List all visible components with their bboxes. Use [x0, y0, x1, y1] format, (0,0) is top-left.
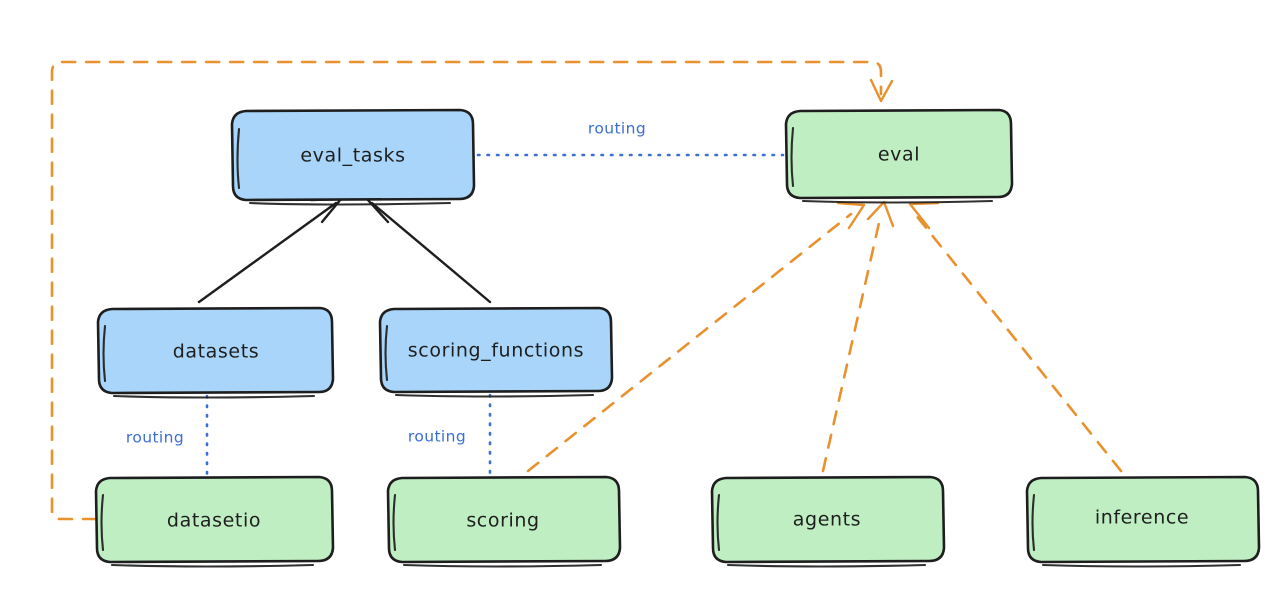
edge-path [50, 60, 883, 521]
node-label: scoring [466, 510, 539, 532]
node-box [710, 475, 946, 564]
edge-path [913, 212, 1123, 473]
node-box [1025, 475, 1261, 564]
edge-label-routing-eval: routing [588, 120, 646, 138]
node-box [378, 306, 614, 394]
node-label: agents [793, 509, 861, 531]
edge-path [197, 201, 338, 304]
node-label: datasets [173, 341, 260, 363]
edge-scoring-to-eval[interactable] [526, 201, 866, 473]
node-sketch-stroke [236, 127, 452, 206]
node-eval_tasks[interactable]: eval_tasks [230, 108, 476, 206]
node-sketch-stroke [100, 493, 315, 568]
node-box [784, 108, 1014, 200]
node-datasets[interactable]: datasets [96, 306, 335, 399]
node-agents[interactable]: agents [710, 475, 946, 568]
arrowhead-icon [869, 78, 894, 103]
edge-datasetio-to-eval[interactable] [50, 60, 894, 521]
node-sketch-stroke [102, 324, 316, 399]
edge-inference-to-eval[interactable] [908, 201, 1123, 473]
node-eval[interactable]: eval [784, 108, 1014, 204]
edge-agents-to-eval[interactable] [821, 200, 895, 473]
arrowhead-icon [836, 201, 866, 230]
node-sketch-stroke [392, 493, 603, 568]
node-label: datasetio [167, 510, 261, 532]
edge-label-layer: routing routing routing [126, 120, 646, 447]
node-box [386, 475, 622, 564]
edge-label-routing-datasets: routing [126, 429, 184, 447]
node-layer: eval_tasks eval datasets scoring_functio… [94, 108, 1261, 568]
node-box [230, 108, 476, 202]
node-label: eval [878, 144, 920, 166]
node-box [94, 475, 335, 564]
node-box [96, 306, 335, 395]
arrowhead-icon [866, 200, 895, 228]
node-scoring[interactable]: scoring [386, 475, 622, 568]
node-label: inference [1095, 507, 1189, 529]
edge-scoring_functions-to-eval_tasks[interactable] [365, 197, 492, 304]
edge-path [370, 201, 492, 304]
edge-label-routing-scoring: routing [408, 428, 466, 446]
node-label: scoring_functions [408, 340, 584, 362]
node-sketch-stroke [384, 324, 595, 398]
edge-path [526, 212, 853, 473]
edge-datasets-to-eval_tasks[interactable] [197, 197, 343, 304]
node-sketch-stroke [790, 126, 994, 204]
node-inference[interactable]: inference [1025, 475, 1261, 568]
node-sketch-stroke [1031, 493, 1242, 568]
node-sketch-stroke [716, 493, 927, 568]
node-datasetio[interactable]: datasetio [94, 475, 335, 568]
node-scoring_functions[interactable]: scoring_functions [378, 306, 614, 398]
edge-path [821, 212, 883, 473]
node-label: eval_tasks [300, 145, 405, 167]
